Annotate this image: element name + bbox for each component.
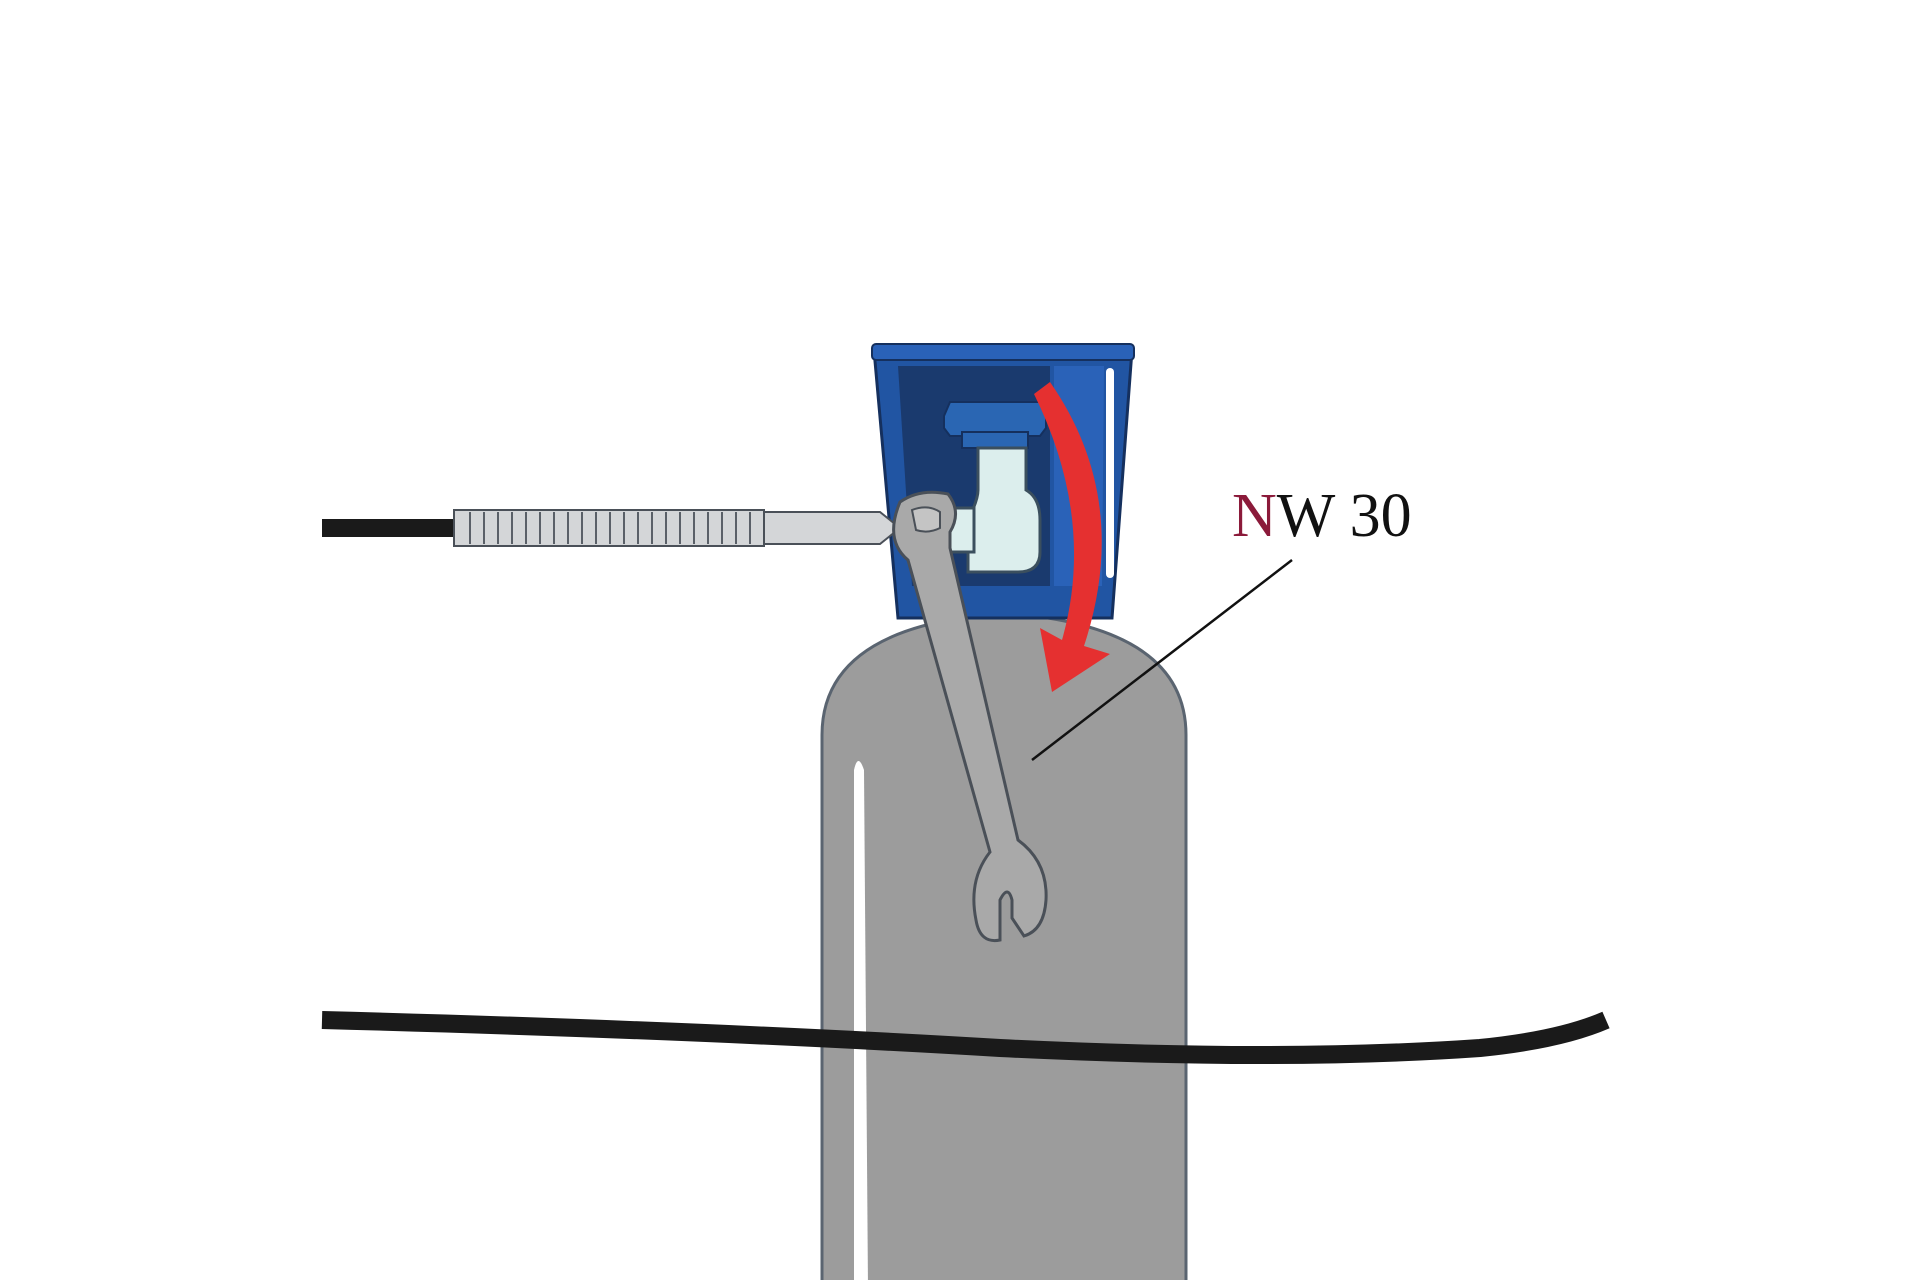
nw30-label-rest: W 30	[1277, 482, 1412, 550]
hose-lower	[321, 1011, 1610, 1064]
gas-cylinder-icon	[820, 616, 1188, 1280]
wrench-head-inner	[910, 506, 941, 533]
rotation-arrow-body	[1034, 382, 1110, 692]
wrench-shape	[892, 490, 1048, 943]
valve-body	[966, 446, 1042, 574]
hose-nozzle-ribs	[469, 512, 751, 544]
wrench-icon	[892, 490, 1048, 943]
cap-highlight	[1106, 368, 1114, 578]
hose-nozzle-tip	[763, 511, 902, 545]
label-leader-line	[1031, 559, 1293, 761]
nw30-label: NW 30	[1232, 482, 1412, 550]
cap-rim	[871, 343, 1135, 361]
cylinder-highlight	[854, 761, 868, 1280]
hose-upper	[322, 519, 454, 537]
hose-icon	[322, 509, 902, 547]
nw30-label-prefix: N	[1232, 482, 1277, 550]
valve-stem-top	[961, 431, 1029, 449]
cylinder-body	[820, 616, 1188, 1280]
valve-knob	[943, 401, 1047, 437]
rotation-arrow-icon	[1034, 382, 1110, 692]
